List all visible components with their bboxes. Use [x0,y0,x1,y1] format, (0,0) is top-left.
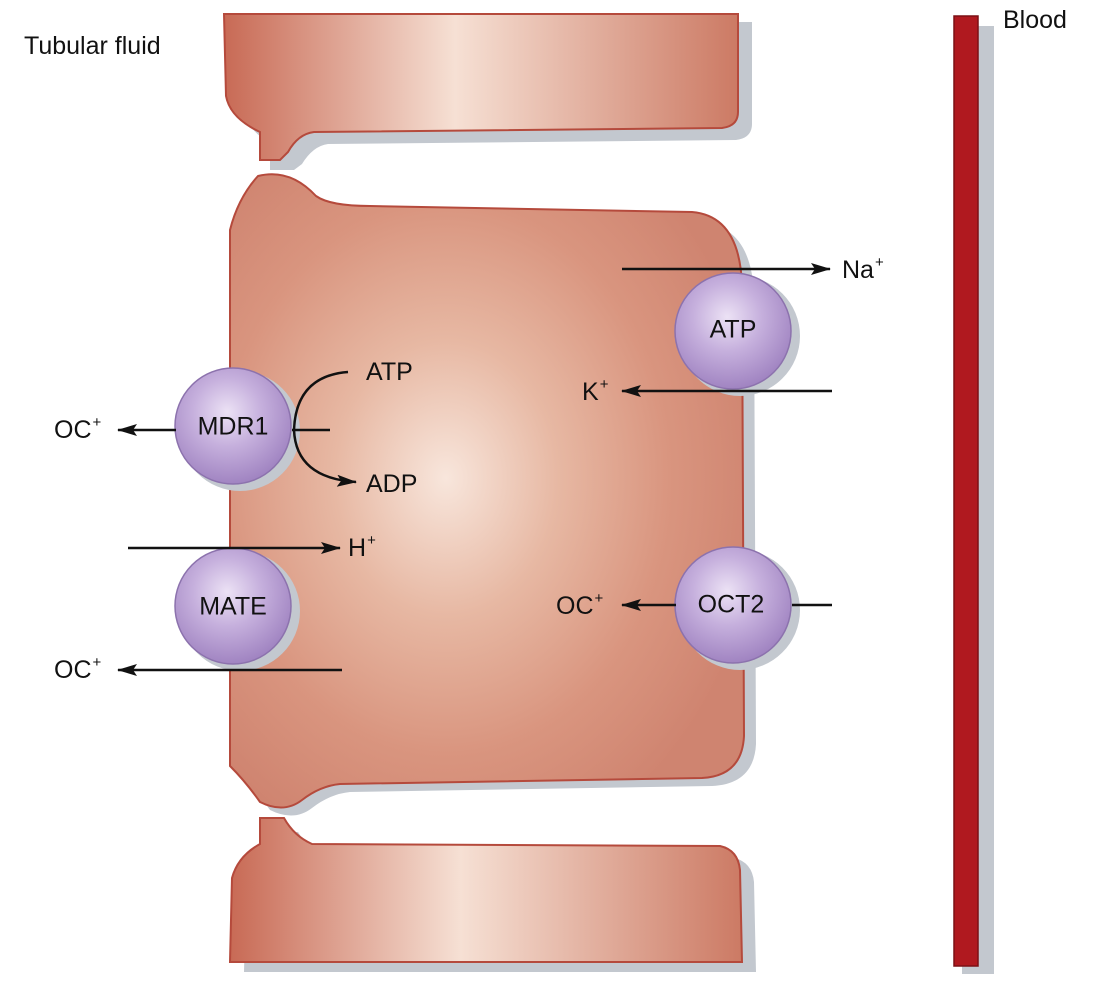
oc-ion-label-mdr1: OC+ [54,414,102,444]
mate-transporter [174,547,300,671]
na-ion-label: Na+ [842,254,884,284]
h-ion-label: H+ [348,532,376,562]
mate-label: MATE [199,592,267,621]
atp-hydrolysis-arrow [292,370,357,487]
atp-pump-transporter [674,272,800,396]
oct2-transporter [674,546,800,670]
mdr1-transporter [174,367,300,491]
atp-pump-label: ATP [709,315,757,344]
blood-vessel [953,15,979,967]
blood-label: Blood [1003,6,1067,34]
lower-neighbor-cell [228,817,756,972]
upper-neighbor-cell [222,13,752,170]
atp-label: ATP [366,358,413,386]
k-ion-label: K+ [582,376,609,406]
oc-ion-label-mate: OC+ [54,654,102,684]
oc-ion-label-oct2: OC+ [556,590,604,620]
adp-label: ADP [366,470,418,498]
tubular-fluid-label: Tubular fluid [24,32,161,60]
mdr1-label: MDR1 [197,412,269,441]
oct2-label: OCT2 [697,590,765,619]
epithelial-cell [229,173,746,809]
